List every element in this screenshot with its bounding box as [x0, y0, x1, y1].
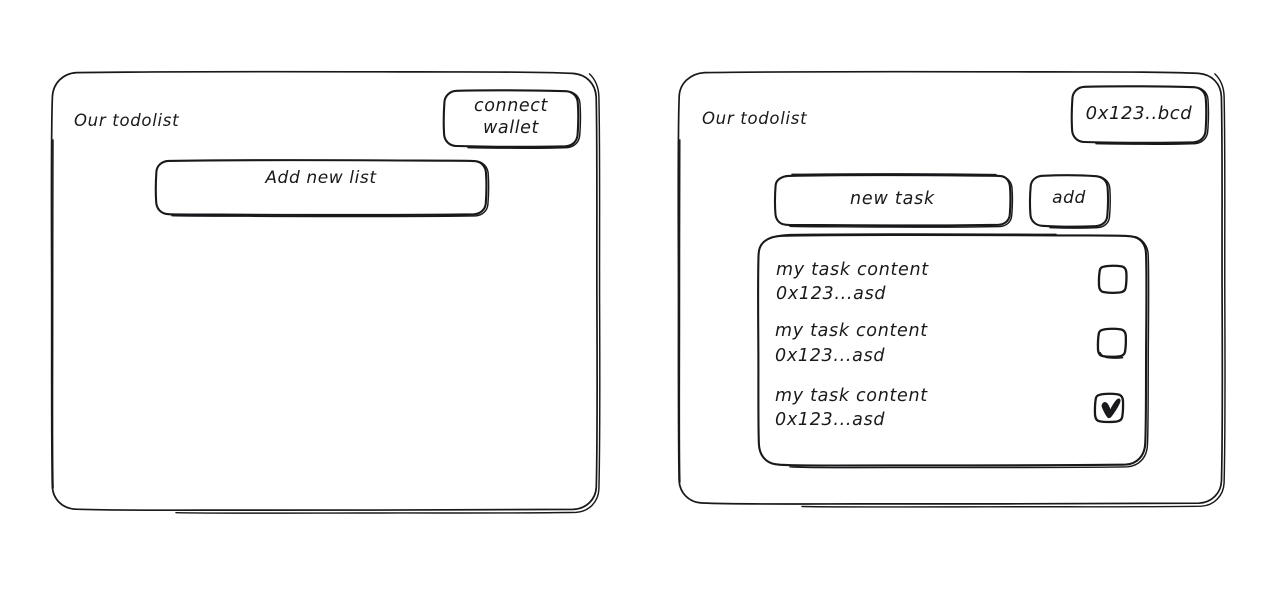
task-checkbox-2[interactable] — [1095, 326, 1127, 359]
connect-wallet-label-line1: connect — [474, 96, 548, 116]
connect-wallet-button[interactable] — [444, 90, 578, 146]
add-new-list-label: Add new list — [265, 168, 377, 188]
task-owner-3: 0x123...asd — [775, 410, 886, 430]
right-panel-title: Our todolist — [702, 109, 808, 128]
task-owner-1: 0x123...asd — [776, 284, 887, 304]
task-row-1 — [775, 255, 1105, 307]
task-owner-2: 0x123...asd — [775, 346, 886, 366]
connect-wallet-label-line2: wallet — [483, 118, 539, 138]
add-button-label: add — [1052, 188, 1086, 208]
task-checkbox-3[interactable] — [1092, 391, 1125, 424]
add-new-list-button[interactable] — [156, 160, 486, 215]
task-content-1: my task content — [776, 260, 929, 280]
wallet-address-label: 0x123..bcd — [1085, 103, 1193, 124]
task-row-3 — [775, 382, 1105, 434]
new-task-input-value: new task — [850, 189, 935, 209]
task-row-2 — [775, 317, 1105, 369]
task-checkbox-1[interactable] — [1096, 262, 1128, 294]
task-content-3: my task content — [775, 386, 928, 406]
add-task-button[interactable] — [1030, 175, 1108, 227]
left-panel-title: Our todolist — [74, 111, 180, 130]
new-task-input[interactable] — [776, 175, 1009, 226]
task-content-2: my task content — [775, 321, 928, 341]
wallet-address-chip[interactable] — [1072, 86, 1206, 143]
